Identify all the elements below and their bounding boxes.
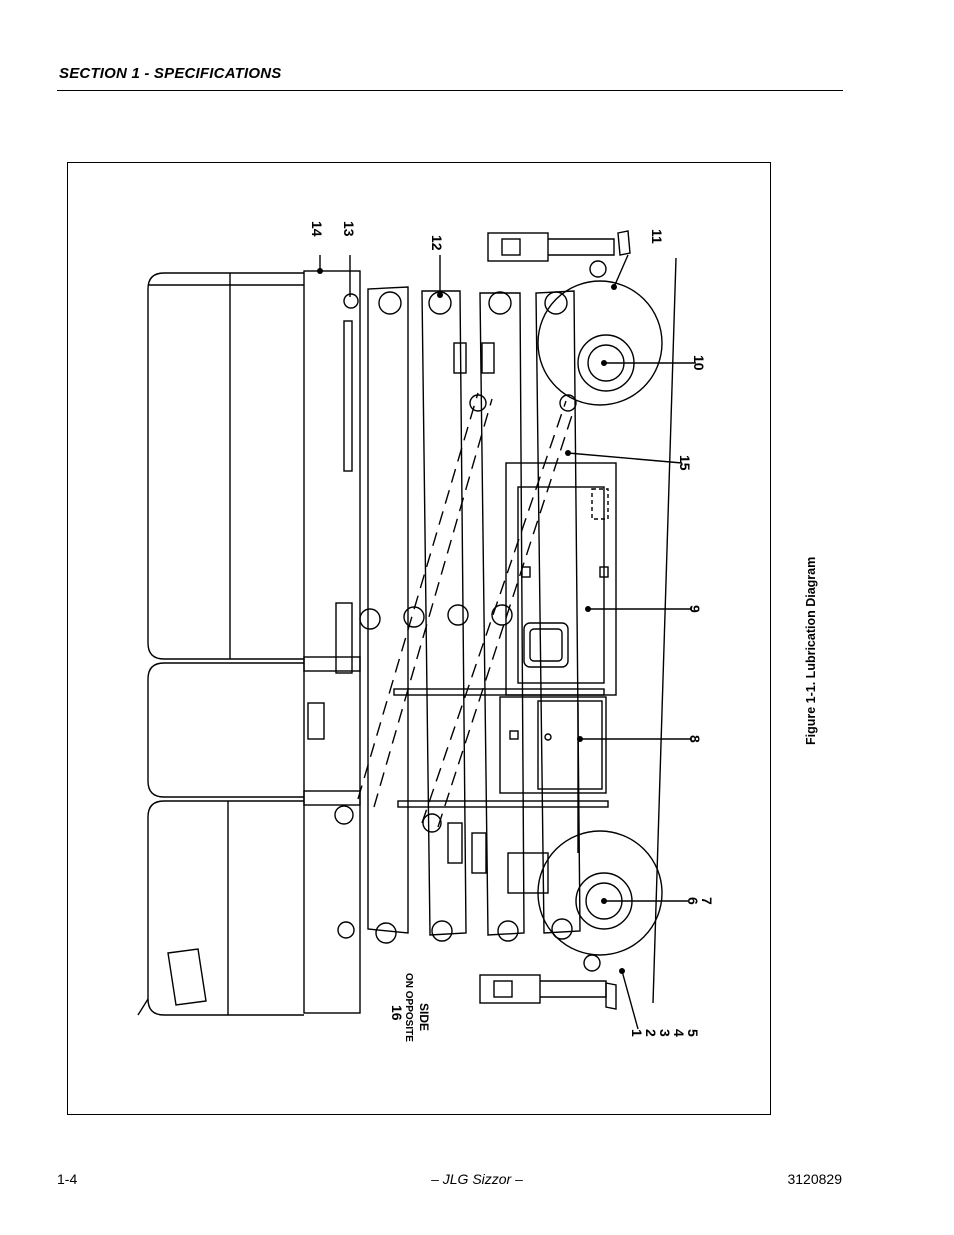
section-header: SECTION 1 - SPECIFICATIONS bbox=[57, 64, 843, 91]
note-side: SIDE bbox=[417, 1003, 431, 1031]
callout-14: 14 bbox=[309, 221, 325, 237]
callout-1: 1 bbox=[629, 1029, 645, 1037]
section-title: SECTION 1 - SPECIFICATIONS bbox=[59, 65, 282, 82]
callout-5: 5 bbox=[685, 1029, 701, 1037]
page-number: 1-4 bbox=[57, 1171, 78, 1187]
note-on-opposite: ON OPPOSITE bbox=[403, 973, 414, 1042]
callout-9: 9 bbox=[687, 605, 703, 613]
lubrication-diagram-figure: 14 13 12 11 10 15 9 8 6 7 1 2 3 4 5 16 O… bbox=[67, 162, 771, 1115]
callout-6: 6 bbox=[685, 897, 701, 905]
document-number: 3120829 bbox=[787, 1171, 842, 1187]
callout-13: 13 bbox=[341, 221, 357, 237]
figure-caption: Figure 1-1. Lubrication Diagram bbox=[804, 556, 818, 745]
callout-12: 12 bbox=[429, 235, 445, 251]
callout-3: 3 bbox=[657, 1029, 673, 1037]
callout-4: 4 bbox=[671, 1029, 687, 1037]
callout-15: 15 bbox=[677, 455, 693, 471]
callout-10: 10 bbox=[691, 355, 707, 371]
callout-11: 11 bbox=[649, 229, 665, 244]
callout-7: 7 bbox=[699, 897, 715, 905]
footer-title: – JLG Sizzor – bbox=[431, 1171, 523, 1187]
lubrication-diagram-drawing: 14 13 12 11 10 15 9 8 6 7 1 2 3 4 5 16 O… bbox=[137, 221, 715, 1042]
callout-16: 16 bbox=[389, 1005, 405, 1021]
callout-8: 8 bbox=[687, 735, 703, 743]
callout-2: 2 bbox=[643, 1029, 659, 1037]
